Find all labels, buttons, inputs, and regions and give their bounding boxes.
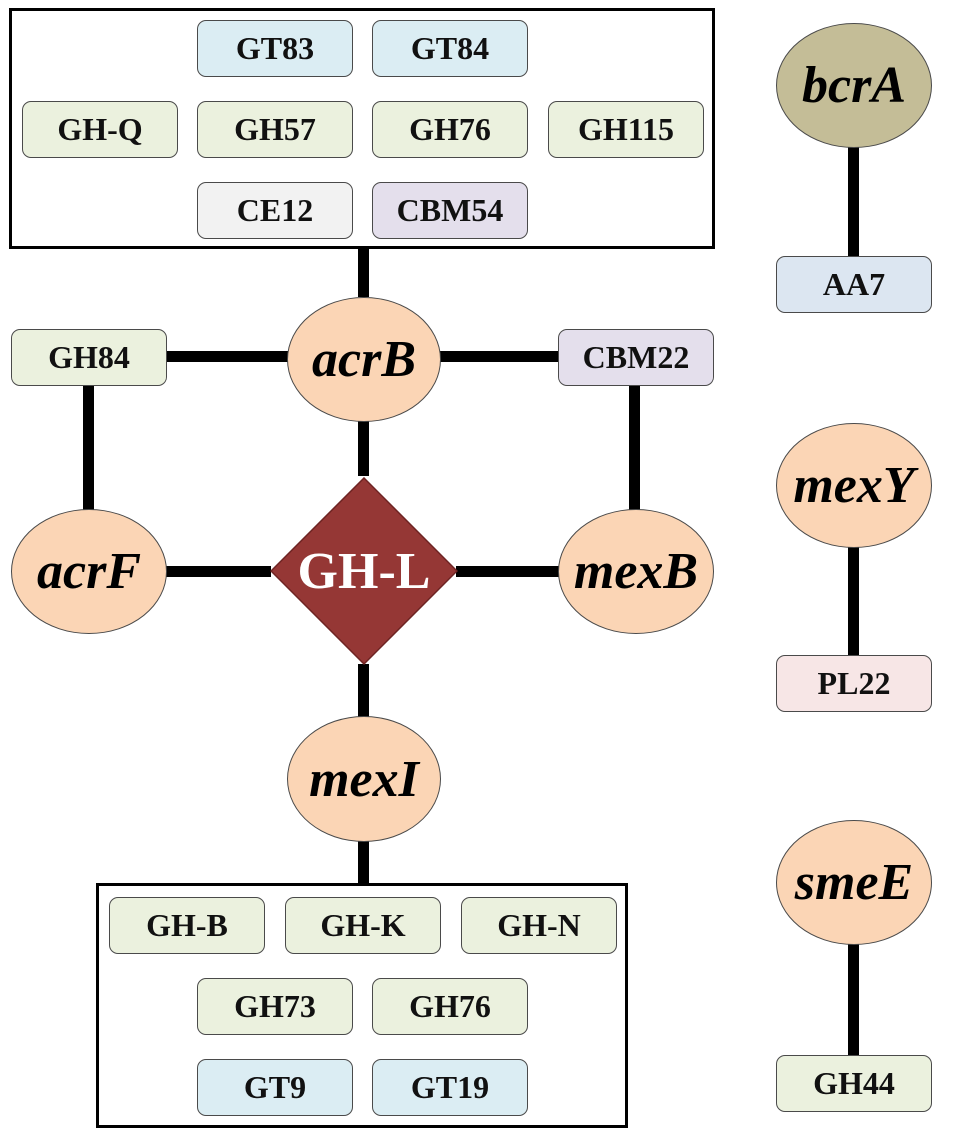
gene-mexI: mexI	[287, 716, 441, 842]
edge-acrB-cbm22	[440, 351, 560, 362]
tag-gh84: GH84	[11, 329, 167, 386]
tag-gh-n: GH-N	[461, 897, 617, 954]
edge-ghl-mexI	[358, 664, 369, 718]
gene-acrB: acrB	[287, 297, 441, 422]
tag-cbm22: CBM22	[558, 329, 714, 386]
hub-gh-l: GH-L	[270, 477, 458, 665]
edge-ghl-mexB	[456, 566, 560, 577]
tag-gt84: GT84	[372, 20, 528, 77]
edge-mexI-bottomgroup	[358, 840, 369, 886]
tag-ce12: CE12	[197, 182, 353, 239]
tag-aa7: AA7	[776, 256, 932, 313]
gene-mexY: mexY	[776, 423, 932, 548]
tag-cbm54: CBM54	[372, 182, 528, 239]
tag-gh115: GH115	[548, 101, 704, 158]
tag-gh-k: GH-K	[285, 897, 441, 954]
hub-diamond-shape	[270, 477, 458, 665]
tag-gh44: GH44	[776, 1055, 932, 1112]
tag-gh76-top: GH76	[372, 101, 528, 158]
edge-topgroup-acrB	[358, 247, 369, 297]
tag-gt9: GT9	[197, 1059, 353, 1116]
edge-gh84-acrF	[83, 385, 94, 512]
tag-gt19: GT19	[372, 1059, 528, 1116]
edge-acrF-ghl	[165, 566, 271, 577]
tag-gh73: GH73	[197, 978, 353, 1035]
edge-cbm22-mexB	[629, 385, 640, 512]
edge-acrB-ghl	[358, 420, 369, 476]
edge-mexY-pl22	[848, 546, 859, 656]
tag-gh-q: GH-Q	[22, 101, 178, 158]
tag-gt83: GT83	[197, 20, 353, 77]
edge-bcrA-aa7	[848, 146, 859, 258]
tag-gh-b: GH-B	[109, 897, 265, 954]
gene-bcrA: bcrA	[776, 23, 932, 148]
gene-mexB: mexB	[558, 509, 714, 634]
tag-gh76-bottom: GH76	[372, 978, 528, 1035]
edge-smeE-gh44	[848, 943, 859, 1056]
tag-pl22: PL22	[776, 655, 932, 712]
hub-label: GH-L	[297, 542, 431, 600]
gene-acrF: acrF	[11, 509, 167, 634]
edge-gh84-acrB	[165, 351, 289, 362]
tag-gh57: GH57	[197, 101, 353, 158]
gene-smeE: smeE	[776, 820, 932, 945]
